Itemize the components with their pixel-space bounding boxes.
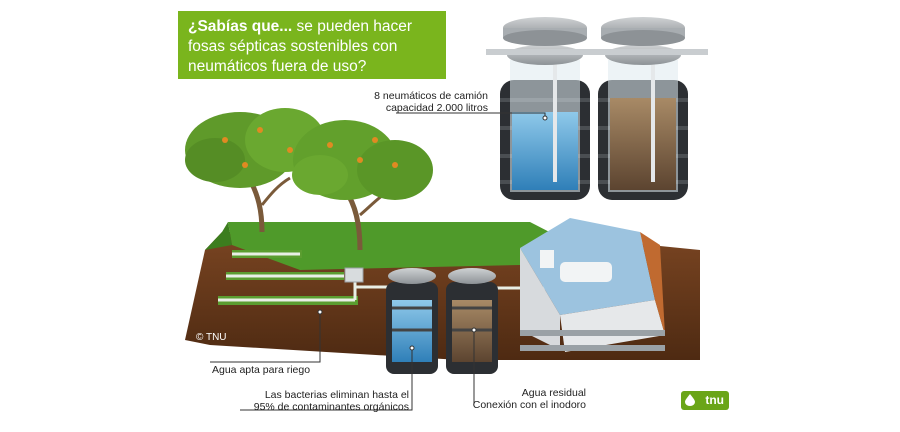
tires-label-line2: capacidad 2.000 litros (385, 102, 488, 114)
title-text: se pueden hacer fosas sépticas sostenibl… (188, 18, 413, 75)
tires-label-line1: 8 neumáticos de camión (374, 90, 488, 102)
tires-label: 8 neumáticos de camión capacidad 2.000 l… (330, 90, 488, 114)
small-tank-clean (386, 268, 438, 374)
large-tank-waste (598, 17, 688, 200)
bacteria-label: Las bacterias eliminan hasta el 95% de c… (225, 389, 409, 413)
logo-text: tnu (705, 393, 724, 407)
title-banner: ¿Sabías que... se pueden hacer fosas sép… (178, 11, 446, 79)
title-lead: ¿Sabías que... (188, 18, 293, 35)
small-tank-waste (446, 268, 498, 374)
bacteria-label-line2: 95% de contaminantes orgánicos (253, 401, 409, 413)
trees (185, 108, 433, 251)
wastewater-label-line1: Agua residual (521, 387, 586, 399)
tnu-logo: tnu (681, 391, 729, 410)
wastewater-label-line2: Conexión con el inodoro (472, 399, 586, 411)
connecting-pipe (486, 49, 708, 55)
copyright-text: © TNU (196, 332, 227, 343)
wastewater-label: Agua residual Conexión con el inodoro (470, 387, 586, 411)
irrigation-pipes (218, 250, 400, 305)
bacteria-label-line1: Las bacterias eliminan hasta el (264, 389, 409, 401)
leaf-drop-icon (685, 394, 695, 406)
leader-lines (210, 112, 546, 411)
irrigation-label: Agua apta para riego (212, 364, 311, 376)
bathroom-house (520, 218, 665, 352)
large-tank-clean (500, 17, 590, 200)
